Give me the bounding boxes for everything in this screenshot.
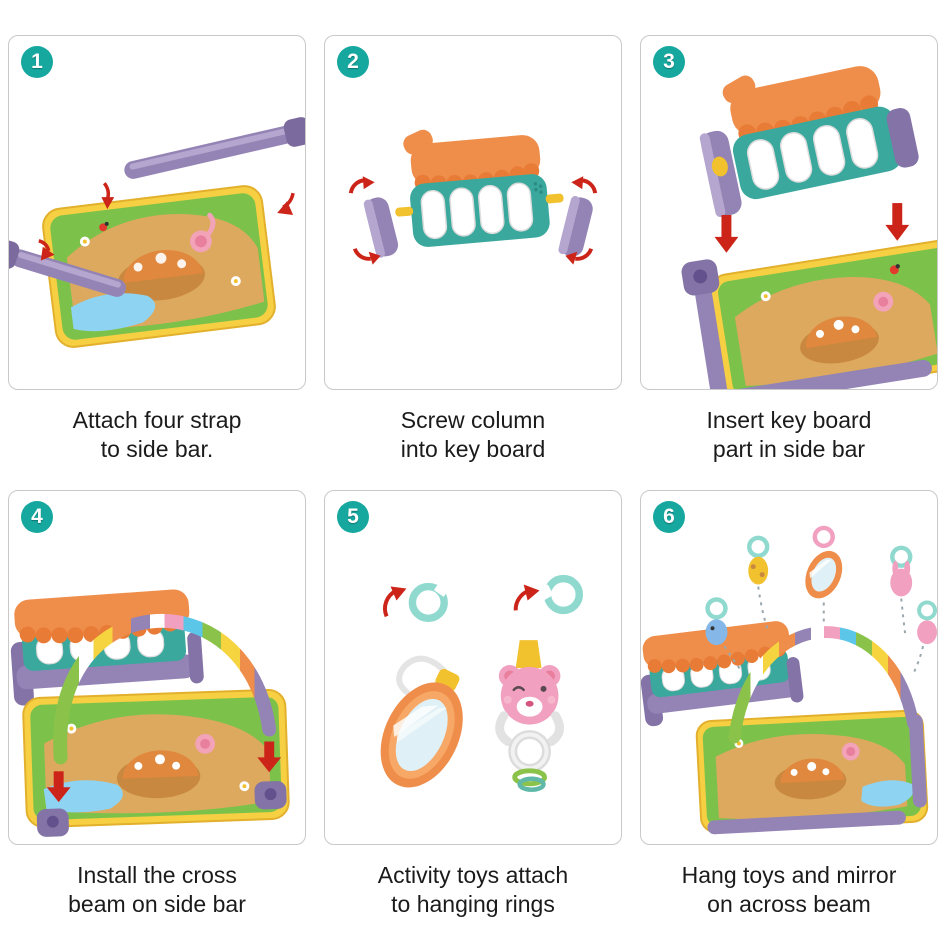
- rotate-arrowhead: [565, 251, 578, 265]
- step-1-frame: 1: [8, 35, 306, 390]
- caption-line: Hang toys and mirror: [681, 862, 897, 888]
- step-caption: Attach four strap to side bar.: [73, 406, 242, 464]
- screw-peg-left: [395, 206, 414, 217]
- bear-rattle-toy: [495, 640, 565, 792]
- attach-arrow-icon: [277, 192, 295, 215]
- side-bar-left: [9, 238, 126, 297]
- caption-line: on across beam: [707, 891, 871, 918]
- keyboard: [395, 129, 564, 247]
- side-bar-left: [694, 284, 728, 389]
- step-panel-6: 6: [640, 490, 938, 945]
- step-number-badge: 3: [653, 46, 685, 78]
- step-5-frame: 5: [324, 490, 622, 845]
- keyboard: [699, 66, 919, 218]
- hanging-ring: [408, 580, 451, 623]
- caption-line: part in side bar: [712, 436, 866, 463]
- caption-line: Install the cross: [77, 862, 237, 888]
- cross-beam-arch: [53, 613, 277, 765]
- step-panel-4: 4: [8, 490, 306, 945]
- step-number-badge: 4: [21, 501, 53, 533]
- caption-line: Activity toys attach: [377, 862, 569, 888]
- step-caption: Screw column into key board: [401, 406, 545, 464]
- speaker-dots: [533, 181, 543, 195]
- side-bar-bottom: [719, 359, 932, 389]
- hanging-toy-giraffe: [747, 535, 770, 585]
- attach-arrow-icon: [513, 584, 540, 611]
- play-mat: [681, 239, 937, 389]
- step-panel-2: 2: [324, 35, 622, 490]
- step-3-illustration: [681, 66, 937, 389]
- attach-arrow-icon: [101, 182, 115, 210]
- step-caption: Hang toys and mirror on across beam: [682, 861, 897, 919]
- step-4-illustration: [10, 589, 290, 837]
- step-number-badge: 5: [337, 501, 369, 533]
- keyboard: [10, 589, 204, 706]
- mirror-toy: [380, 655, 463, 788]
- insert-arrow-icon: [257, 741, 282, 773]
- screw-column-left: [699, 130, 742, 218]
- attach-arrow-icon: [38, 239, 55, 261]
- side-bar-right: [908, 714, 927, 808]
- step-caption: Install the cross beam on side bar: [68, 861, 246, 919]
- insert-arrow-icon: [46, 771, 71, 803]
- hang-guide-lines: [723, 586, 925, 675]
- insert-arrow-icon: [885, 203, 910, 241]
- step-3-frame: 3: [640, 35, 938, 390]
- step-caption: Insert key board part in side bar: [707, 406, 872, 464]
- caption-line: Attach four strap: [72, 407, 242, 433]
- hanging-mirror: [805, 525, 843, 599]
- step-2-illustration: [348, 129, 598, 265]
- play-mat: [42, 185, 276, 348]
- caption-line: beam on side bar: [68, 891, 246, 918]
- caption-line: to side bar.: [100, 436, 214, 463]
- hanging-toy-bear-right: [917, 600, 937, 645]
- step-5-illustration: [380, 574, 584, 792]
- step-panel-1: 1: [8, 35, 306, 490]
- screw-column-right: [558, 196, 593, 257]
- step-panel-5: 5: [324, 490, 622, 945]
- step-1-illustration: [9, 117, 305, 348]
- play-mat: [695, 709, 929, 835]
- piano-keys: [746, 118, 879, 190]
- step-2-frame: 2: [324, 35, 622, 390]
- piano-keys: [420, 182, 534, 240]
- hanging-toy-bunny: [890, 545, 913, 597]
- rotate-arrowhead: [571, 176, 584, 190]
- caption-line: Insert key board: [706, 407, 872, 433]
- step-number-badge: 1: [21, 46, 53, 78]
- step-6-illustration: [641, 525, 937, 835]
- side-bar-front: [707, 810, 906, 835]
- step-4-frame: 4: [8, 490, 306, 845]
- attach-arrow-icon: [383, 586, 407, 618]
- insert-arrow-icon: [714, 214, 739, 253]
- rotate-arrowhead: [368, 251, 381, 265]
- hanging-ring: [537, 574, 584, 615]
- cross-beam-arch: [728, 626, 920, 744]
- step-number-badge: 2: [337, 46, 369, 78]
- caption-line: Screw column: [400, 407, 546, 433]
- step-panel-3: 3: [640, 35, 938, 490]
- step-number-badge: 6: [653, 501, 685, 533]
- screw-column-right: [886, 108, 919, 168]
- caption-line: to hanging rings: [391, 891, 555, 918]
- screw-peg-right: [545, 193, 564, 204]
- step-caption: Activity toys attach to hanging rings: [378, 861, 568, 919]
- side-bar-top: [124, 117, 305, 179]
- hanging-toy-elephant: [705, 597, 728, 646]
- screw-column-left: [363, 197, 399, 258]
- rotate-arrowhead: [362, 176, 375, 190]
- step-6-frame: 6: [640, 490, 938, 845]
- caption-line: into key board: [400, 436, 546, 463]
